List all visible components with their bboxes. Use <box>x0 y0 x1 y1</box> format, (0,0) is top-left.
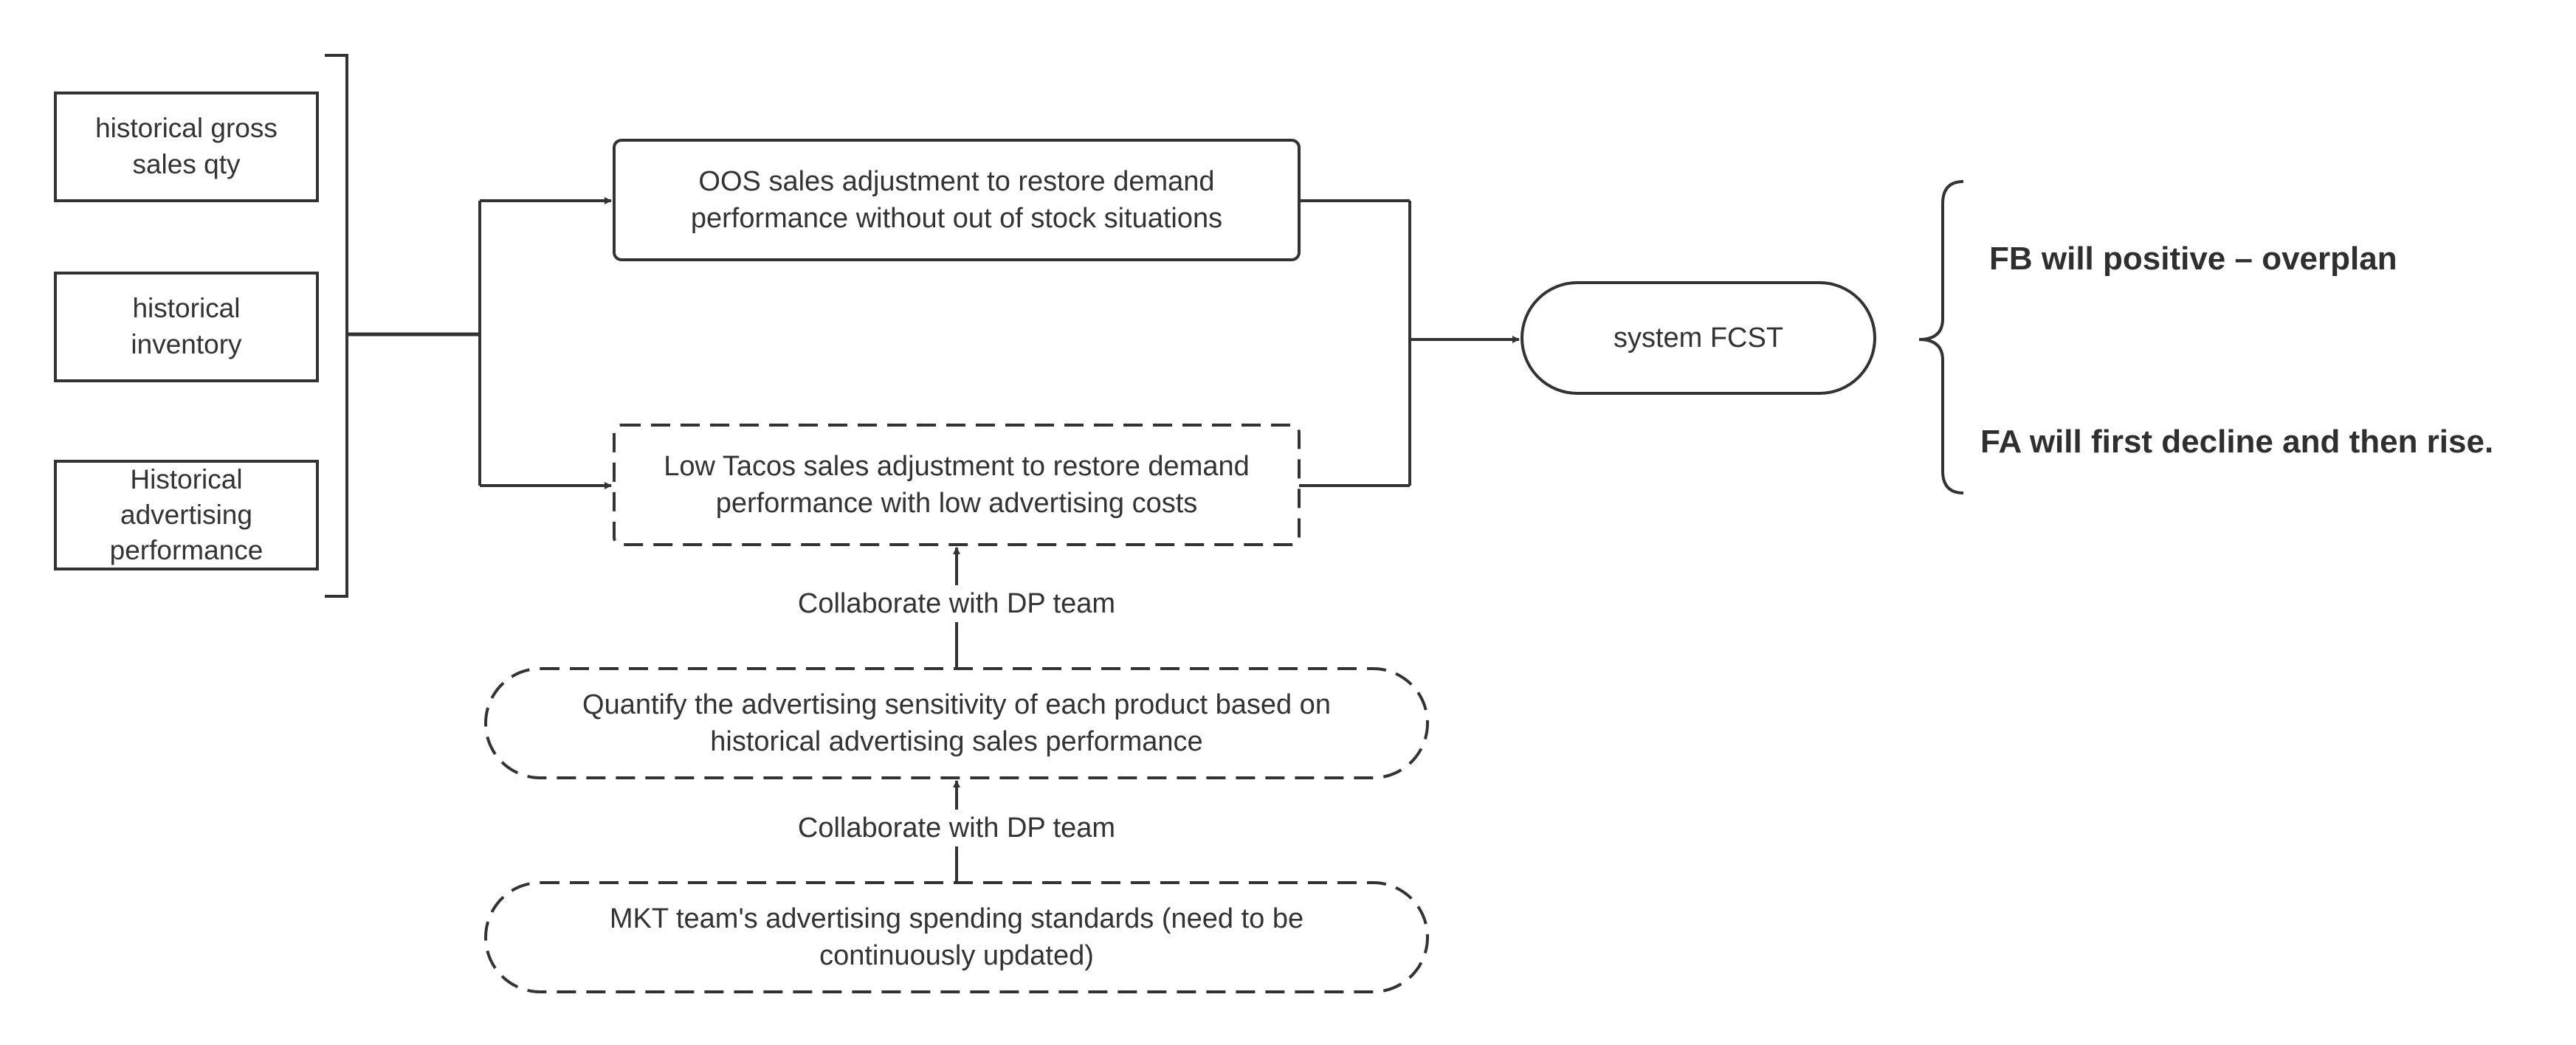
collaborate-label-upper: Collaborate with DP team <box>765 583 1148 624</box>
mkt-standards-label: MKT team's advertising spending standard… <box>609 903 1304 971</box>
input-box-inventory <box>54 272 319 382</box>
collaborate-label-lower: Collaborate with DP team <box>765 807 1148 849</box>
low-tacos-adjustment-box <box>613 424 1301 546</box>
input-box-gross-sales <box>54 92 319 202</box>
fb-effect-text: FB will positive – overplan <box>1989 240 2397 277</box>
quantify-sensitivity-label: Quantify the advertising sensitivity of … <box>582 689 1331 757</box>
input-group-bracket <box>325 54 348 598</box>
effects-curly-brace <box>1918 180 1964 494</box>
low-tacos-adjustment-label: Low Tacos sales adjustment to restore de… <box>664 450 1250 519</box>
system-fcst-label: system FCST <box>1613 322 1784 353</box>
fa-effect-text: FA will first decline and then rise. <box>1980 423 2494 460</box>
system-fcst-box <box>1521 281 1876 395</box>
input-box-advertising <box>54 460 319 570</box>
